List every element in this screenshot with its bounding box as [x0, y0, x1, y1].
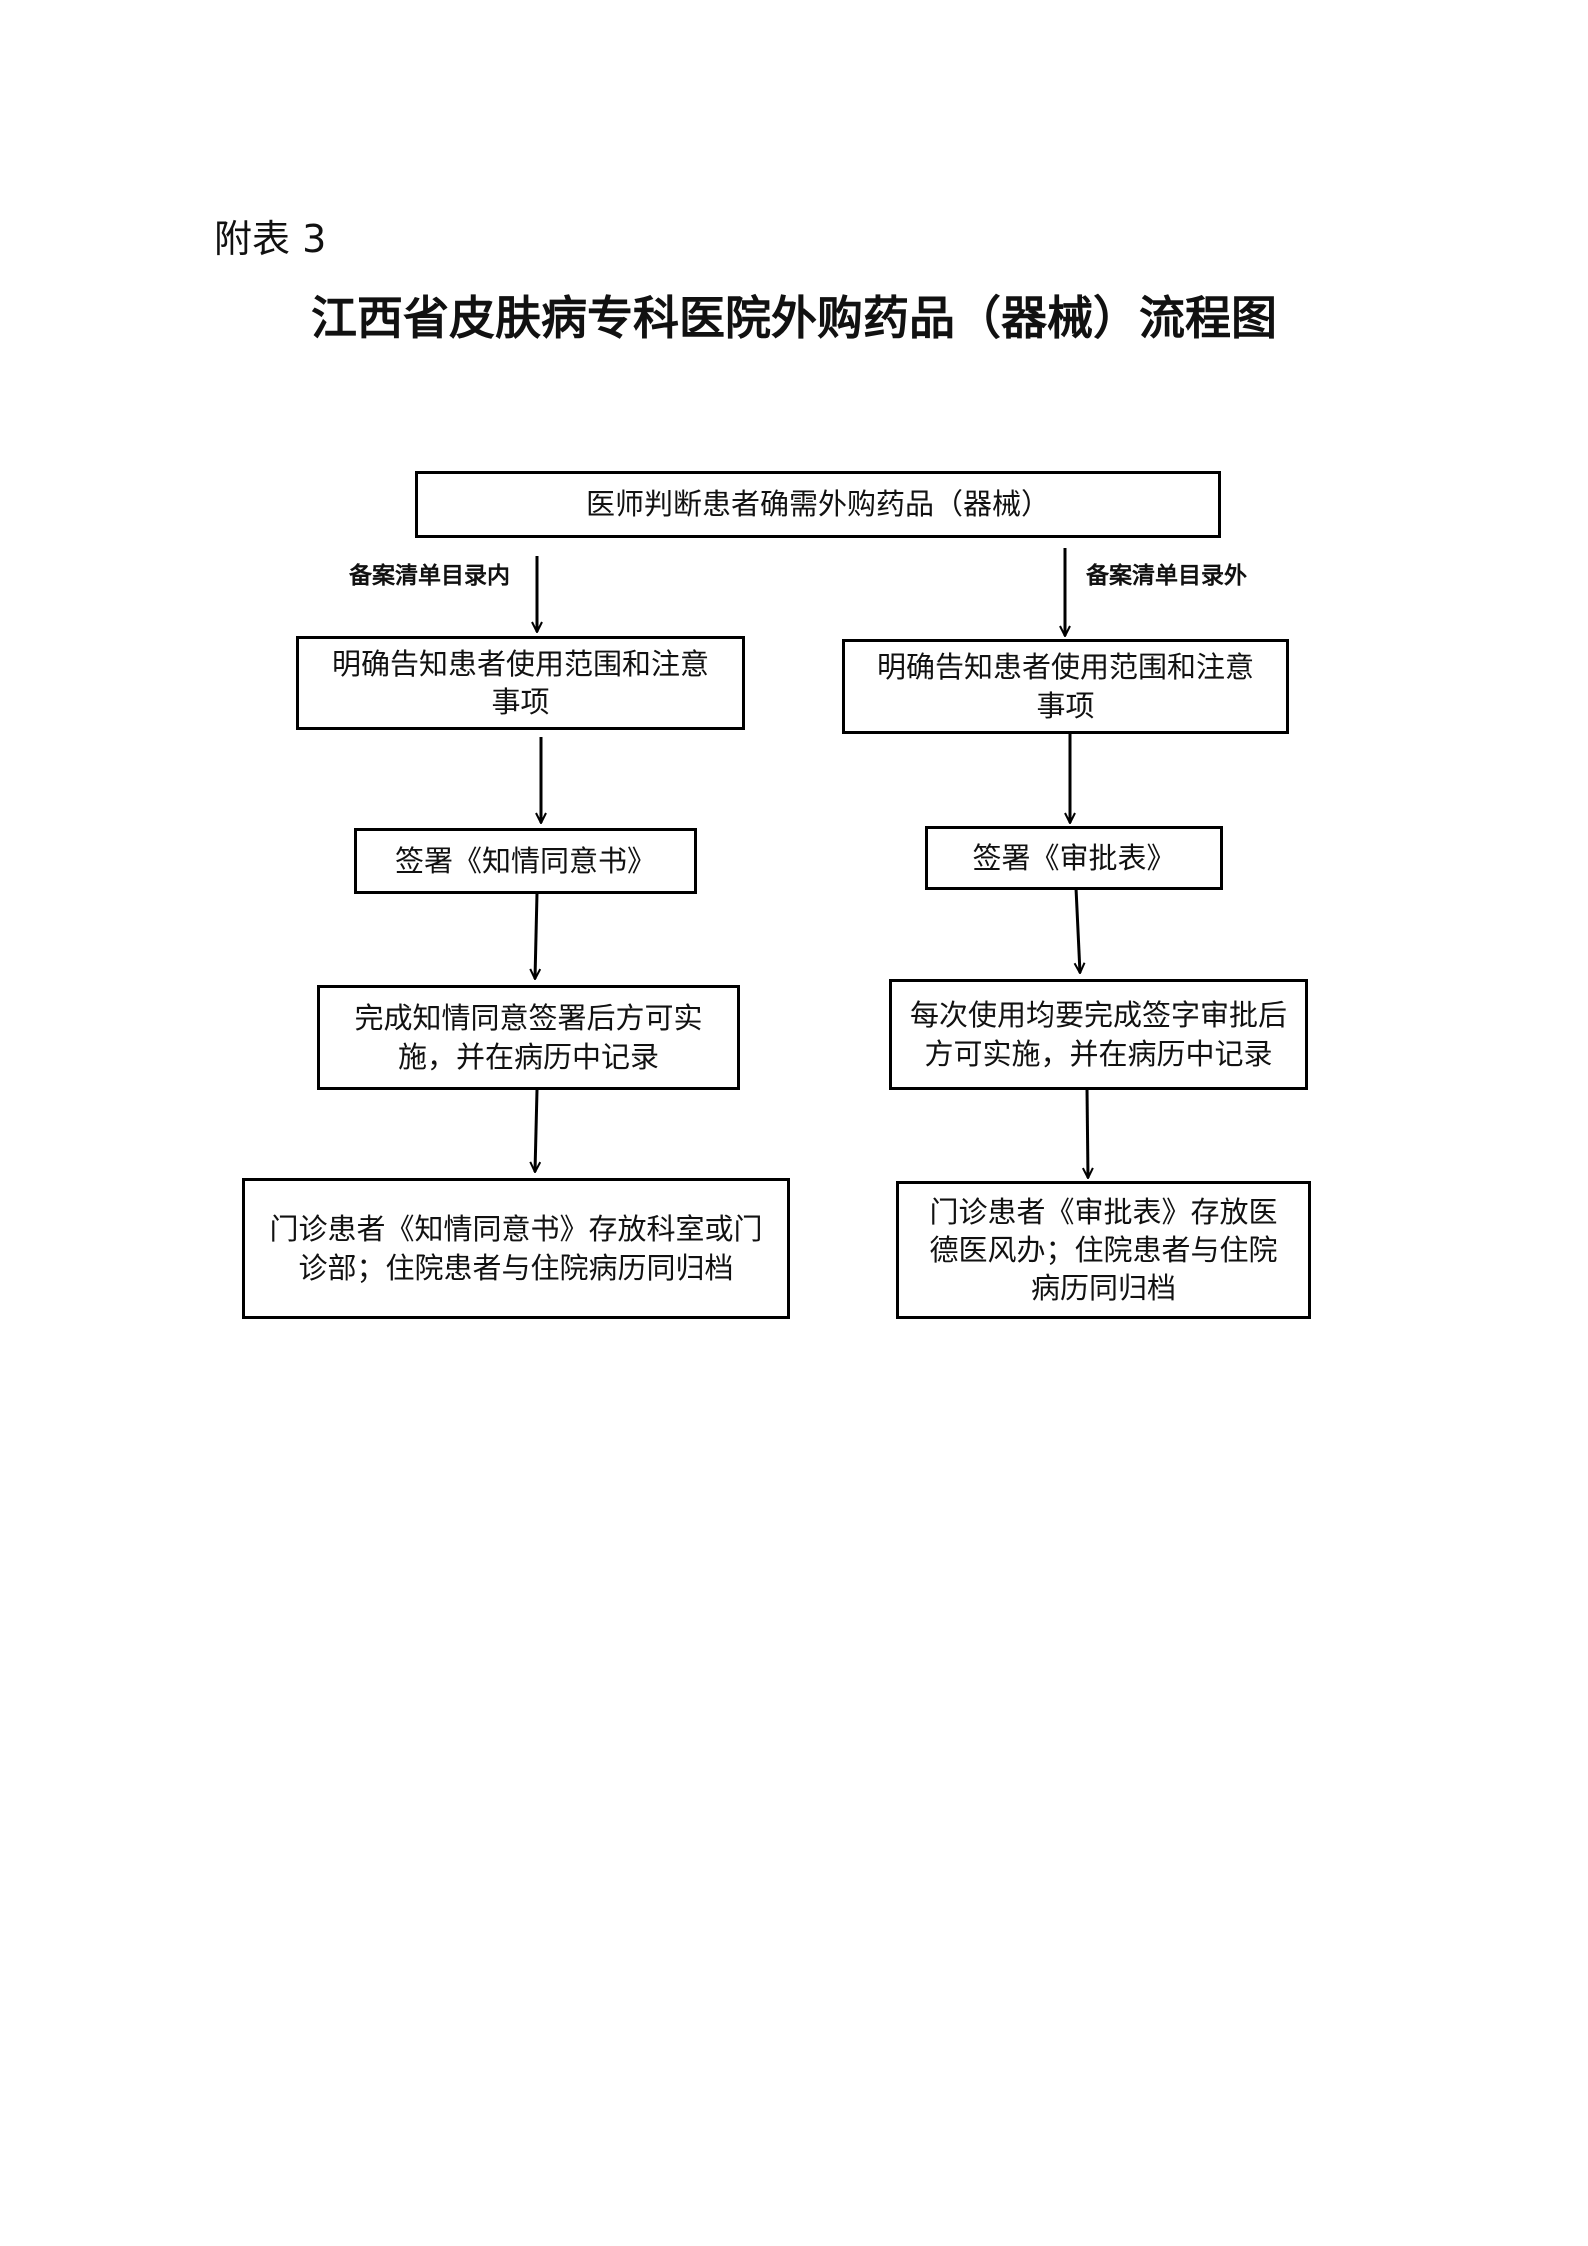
right-notify-box: 明确告知患者使用范围和注意事项 [842, 639, 1289, 734]
right-branch-label: 备案清单目录外 [1086, 563, 1247, 589]
left-archive-box: 门诊患者《知情同意书》存放科室或门诊部；住院患者与住院病历同归档 [242, 1178, 790, 1319]
right-implement-box: 每次使用均要完成签字审批后方可实施，并在病历中记录 [889, 979, 1308, 1090]
appendix-label: 附表 3 [214, 217, 327, 261]
left-implement-box: 完成知情同意签署后方可实施，并在病历中记录 [317, 985, 740, 1090]
start-box: 医师判断患者确需外购药品（器械） [415, 471, 1221, 538]
left-consent-box: 签署《知情同意书》 [354, 828, 697, 894]
page-title: 江西省皮肤病专科医院外购药品（器械）流程图 [311, 291, 1277, 345]
left-notify-box: 明确告知患者使用范围和注意事项 [296, 636, 745, 730]
right-archive-box: 门诊患者《审批表》存放医德医风办；住院患者与住院病历同归档 [896, 1181, 1311, 1319]
left-branch-label: 备案清单目录内 [349, 563, 510, 589]
right-approval-box: 签署《审批表》 [925, 826, 1223, 890]
arrow-left-3 [535, 1089, 537, 1172]
arrow-right-3 [1087, 1087, 1088, 1178]
arrow-right-2 [1076, 887, 1080, 973]
arrow-left-2 [535, 892, 537, 979]
